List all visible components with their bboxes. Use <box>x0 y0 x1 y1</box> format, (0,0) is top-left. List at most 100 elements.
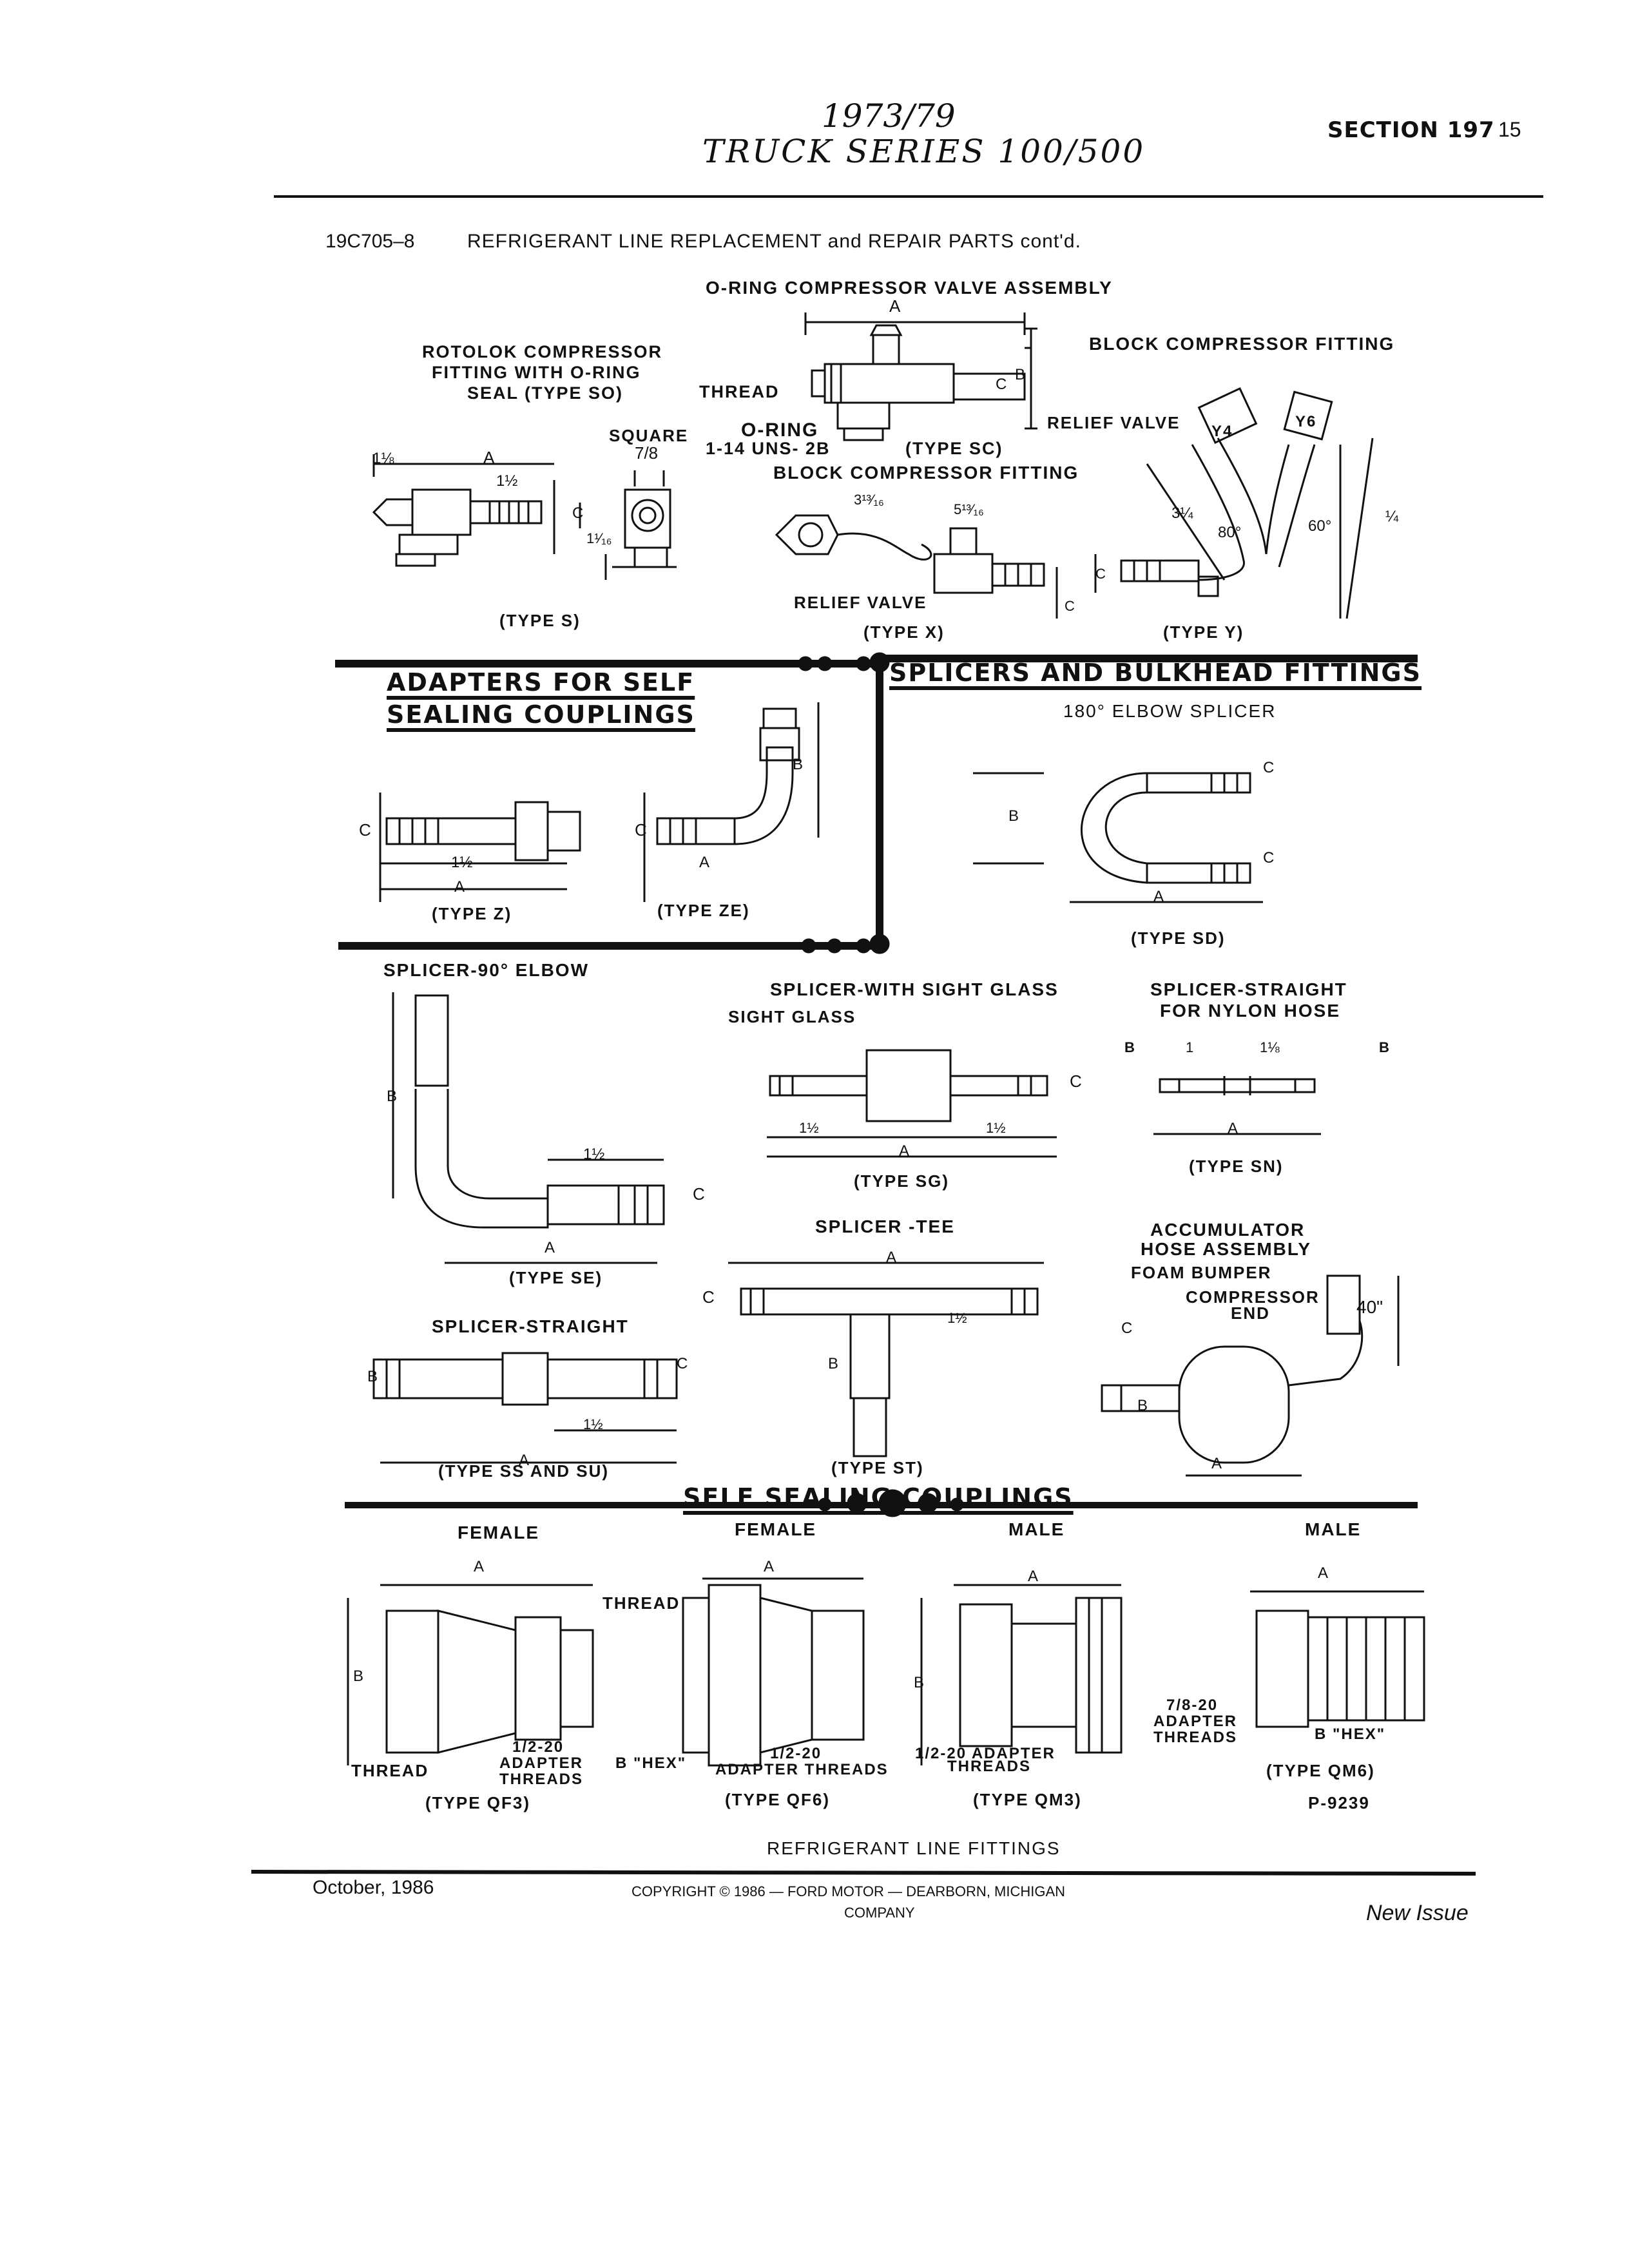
dim-b-sn-right: B <box>1379 1039 1389 1055</box>
b-hex-center: B "HEX" <box>615 1754 687 1772</box>
y4-label: Y4 <box>1211 423 1233 440</box>
dim-a-qm6: A <box>1318 1564 1329 1582</box>
male-right-label: MALE <box>1305 1519 1362 1539</box>
sight-glass-label: SIGHT GLASS <box>728 1007 856 1026</box>
dim-one-half-st: 1½ <box>947 1310 967 1326</box>
dim-one-eighth-s: 1⅛ <box>372 450 394 467</box>
dim-c-x: C <box>1065 598 1075 614</box>
female-left-label: FEMALE <box>458 1523 540 1542</box>
uns-label: 1-14 UNS- 2B <box>706 439 831 458</box>
accumulator-title-1: ACCUMULATOR <box>1150 1220 1306 1240</box>
type-y-label: (TYPE Y) <box>1163 622 1244 642</box>
dim-a-qm3: A <box>1028 1568 1039 1585</box>
dim-b-ze: B <box>793 756 804 773</box>
dim-b-qm3: B <box>914 1674 925 1691</box>
sight-glass-title: SPLICER-WITH SIGHT GLASS <box>770 979 1059 999</box>
dim-b-qf3: B <box>353 1667 364 1685</box>
straight-title: SPLICER-STRAIGHT <box>432 1316 629 1336</box>
dim-c-acc: C <box>1121 1320 1133 1337</box>
dim-quarter: ¼ <box>1385 508 1399 525</box>
subheader-title: REFRIGERANT LINE REPLACEMENT and REPAIR … <box>467 231 1081 252</box>
oring-valve-title: O-RING COMPRESSOR VALVE ASSEMBLY <box>706 278 1113 298</box>
type-qm3-label: (TYPE QM3) <box>973 1790 1082 1809</box>
dim-c-ze: C <box>635 820 647 840</box>
b-hex-right: B "HEX" <box>1315 1725 1386 1743</box>
type-ze-label: (TYPE ZE) <box>657 901 750 920</box>
dim-one-half-sg-right: 1½ <box>986 1120 1006 1136</box>
dim-b-ss: B <box>367 1368 378 1385</box>
rotolok-title-2: FITTING WITH O-RING <box>432 363 641 382</box>
dim-c-s: C <box>572 505 584 522</box>
forty-inch: 40" <box>1356 1297 1383 1317</box>
male-center-label: MALE <box>1008 1519 1065 1539</box>
type-se-label: (TYPE SE) <box>509 1268 603 1287</box>
qm3-threads-1: 1/2-20 ADAPTER <box>915 1745 1055 1762</box>
type-sc-label: (TYPE SC) <box>905 439 1003 458</box>
type-qf3-label: (TYPE QF3) <box>425 1793 531 1812</box>
accumulator-title-2: HOSE ASSEMBLY <box>1141 1239 1312 1259</box>
dim-one-sixteenth-s: 1¹⁄₁₆ <box>586 530 612 546</box>
type-sg-label: (TYPE SG) <box>854 1171 950 1191</box>
foam-bumper-label: FOAM BUMPER <box>1131 1263 1272 1282</box>
dim-a-sn: A <box>1228 1120 1239 1137</box>
qf3-threads-1: 1/2-20 <box>512 1738 564 1756</box>
dim-a-st: A <box>886 1249 897 1266</box>
qm3-threads-2: THREADS <box>947 1758 1032 1775</box>
dim-eighty: 80° <box>1218 524 1242 541</box>
dim-b-sn-left: B <box>1124 1039 1135 1055</box>
adapters-heading-2: SEALING COUPLINGS <box>387 700 695 729</box>
header-years: 1973/79 <box>822 97 956 135</box>
header-section: SECTION 197 <box>1327 117 1495 143</box>
qf3-threads-2: ADAPTER <box>499 1754 584 1772</box>
qf6-threads-2: ADAPTER THREADS <box>715 1761 889 1778</box>
type-qf6-label: (TYPE QF6) <box>725 1790 831 1809</box>
oring-label: O-RING <box>741 419 819 441</box>
elbow-90-title: SPLICER-90° ELBOW <box>383 960 590 980</box>
type-s-label: (TYPE S) <box>499 611 581 630</box>
dim-c-se: C <box>693 1184 705 1204</box>
dim-a-sc: A <box>889 296 901 316</box>
thread-center-label: THREAD <box>602 1593 680 1613</box>
type-sd-label: (TYPE SD) <box>1131 928 1226 948</box>
rotolok-title-1: ROTOLOK COMPRESSOR <box>422 342 663 361</box>
dim-a-acc: A <box>1211 1455 1222 1472</box>
splicers-heading: SPLICERS AND BULKHEAD FITTINGS <box>889 658 1422 687</box>
qm6-threads-1: 7/8-20 <box>1166 1696 1219 1714</box>
seven-eighths: 7/8 <box>635 443 659 463</box>
adapters-heading-1: ADAPTERS FOR SELF <box>387 668 695 697</box>
dim-a-sg: A <box>899 1142 910 1160</box>
subheader-code: 19C705–8 <box>325 231 415 252</box>
type-st-label: (TYPE ST) <box>831 1458 924 1477</box>
dim-c-y: C <box>1095 566 1106 582</box>
dim-a-qf6: A <box>764 1558 775 1575</box>
dim-c-sd-bottom: C <box>1263 849 1275 867</box>
nylon-title-1: SPLICER-STRAIGHT <box>1150 979 1347 999</box>
footer-company: COMPANY <box>844 1905 915 1921</box>
qm6-threads-3: THREADS <box>1153 1729 1238 1746</box>
figure-caption: REFRIGERANT LINE FITTINGS <box>767 1838 1061 1858</box>
dim-a-ze: A <box>699 854 710 871</box>
relief-valve-right: RELIEF VALVE <box>1047 413 1181 432</box>
dim-a-ss: A <box>519 1452 530 1469</box>
block-fitting-center: BLOCK COMPRESSOR FITTING <box>773 463 1079 483</box>
footer-date: October, 1986 <box>313 1877 434 1898</box>
dim-a-se: A <box>545 1239 555 1256</box>
nylon-title-2: FOR NYLON HOSE <box>1160 1001 1341 1021</box>
type-sn-label: (TYPE SN) <box>1189 1157 1284 1176</box>
dim-b-se: B <box>387 1088 398 1105</box>
type-qm6-label: (TYPE QM6) <box>1266 1761 1375 1780</box>
dim-c-sd-top: C <box>1263 759 1275 776</box>
dim-three-quarter: 3¼ <box>1171 505 1193 522</box>
dim-five-thirteen: 5¹³⁄₁₆ <box>954 501 984 517</box>
dim-c-st: C <box>702 1287 715 1307</box>
type-ss-label: (TYPE SS AND SU) <box>438 1461 610 1481</box>
compressor-end-2: END <box>1231 1303 1270 1323</box>
dim-a-s: A <box>483 448 495 467</box>
couplings-heading: SELF SEALING COUPLINGS <box>683 1483 1074 1512</box>
qm6-threads-2: ADAPTER <box>1153 1713 1238 1730</box>
relief-valve-center: RELIEF VALVE <box>794 593 927 612</box>
dim-one-half-se: 1½ <box>583 1146 605 1163</box>
tee-title: SPLICER -TEE <box>815 1216 955 1236</box>
type-x-label: (TYPE X) <box>863 622 945 642</box>
